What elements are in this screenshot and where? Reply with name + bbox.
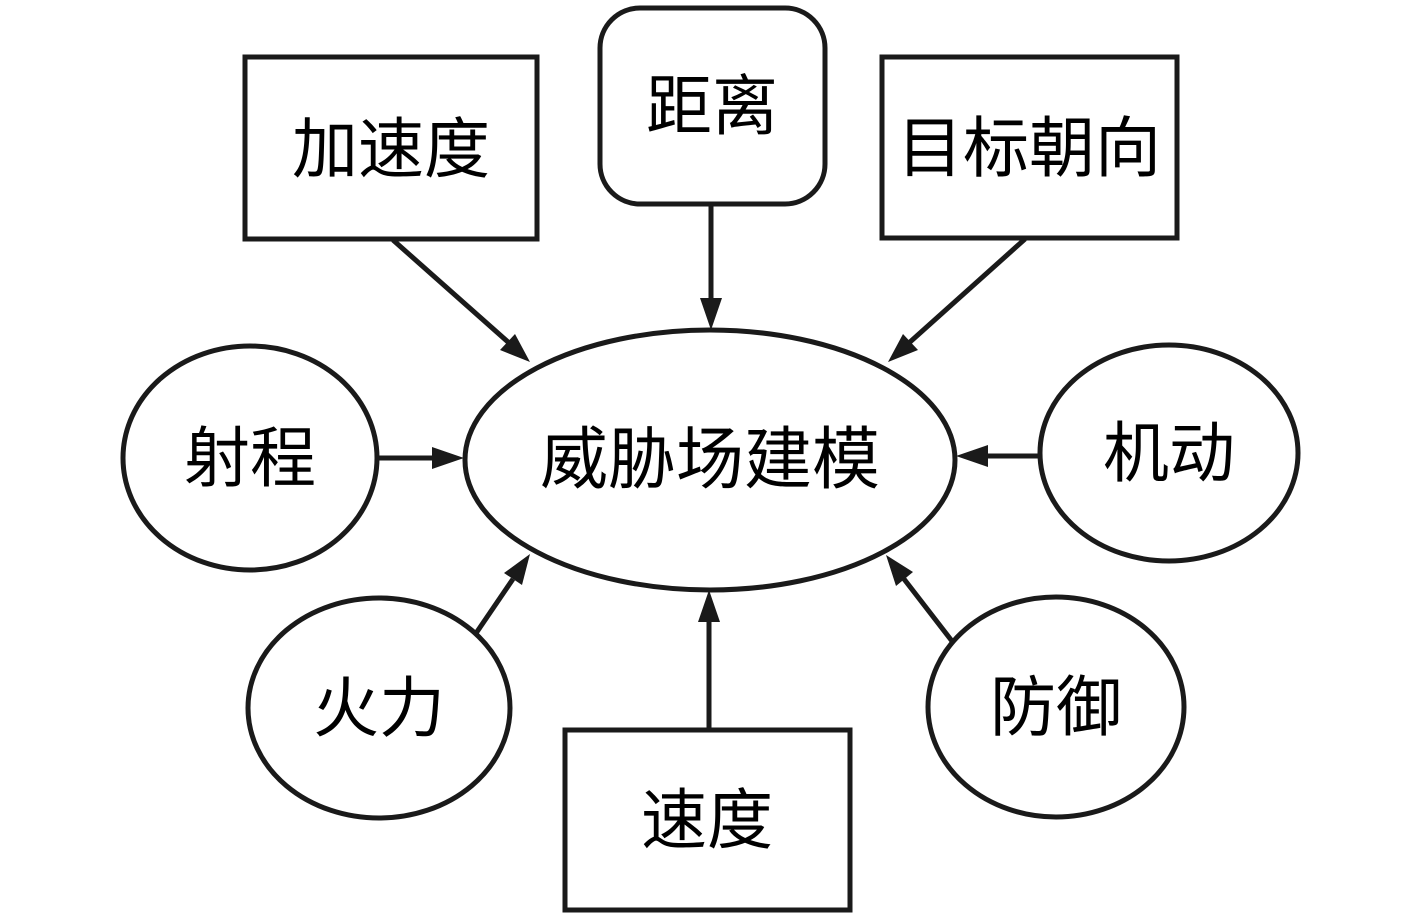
- node-label-firepower: 火力: [313, 673, 445, 746]
- edges: [378, 204, 1042, 729]
- arrowhead-icon: [698, 590, 720, 622]
- edge-target-heading-to-center: [888, 237, 1027, 362]
- node-acceleration: 加速度: [242, 54, 540, 242]
- node-defense: 防御: [925, 594, 1187, 820]
- node-label-threat-field-modeling: 威胁场建模: [540, 422, 880, 498]
- arrowhead-icon: [504, 554, 530, 585]
- node-range: 射程: [120, 343, 380, 573]
- edge-distance-to-center: [700, 204, 722, 330]
- node-label-target-heading: 目标朝向: [897, 113, 1161, 186]
- edge-firepower-to-center: [465, 554, 530, 647]
- node-center-threat-field-modeling: 威胁场建模: [462, 327, 958, 593]
- node-maneuver: 机动: [1037, 342, 1301, 564]
- node-distance: 距离: [597, 5, 828, 207]
- edge-defense-to-center: [886, 555, 957, 647]
- arrowhead-icon: [886, 555, 913, 586]
- arrowhead-icon: [432, 447, 464, 469]
- node-label-range: 射程: [184, 423, 316, 496]
- node-label-maneuver: 机动: [1103, 418, 1235, 491]
- arrowhead-icon: [956, 445, 988, 467]
- arrowhead-icon: [888, 334, 918, 362]
- node-target-heading: 目标朝向: [879, 54, 1180, 241]
- node-label-speed: 速度: [641, 785, 773, 858]
- node-firepower: 火力: [245, 595, 513, 821]
- node-speed: 速度: [562, 727, 853, 913]
- node-label-acceleration: 加速度: [292, 114, 490, 187]
- edge-maneuver-to-center: [956, 445, 1042, 467]
- edge-acceleration-to-center: [391, 238, 530, 362]
- edge-speed-to-center: [698, 590, 720, 729]
- edge-range-to-center: [378, 447, 464, 469]
- arrowhead-icon: [700, 298, 722, 330]
- node-label-defense: 防御: [990, 672, 1122, 745]
- arrowhead-icon: [500, 334, 530, 362]
- node-label-distance: 距离: [646, 71, 778, 144]
